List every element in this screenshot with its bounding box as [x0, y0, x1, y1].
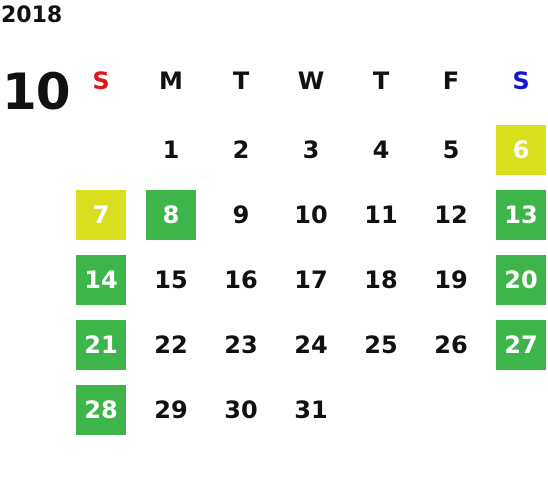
day-cell[interactable]: 23 — [224, 331, 258, 359]
day-cell[interactable]: 1 — [162, 136, 180, 164]
day-cell[interactable]: 10 — [294, 201, 328, 229]
day-cell[interactable]: 26 — [434, 331, 468, 359]
calendar-month: 10 — [2, 63, 71, 121]
day-cell[interactable]: 11 — [364, 201, 398, 229]
day-cell-highlighted[interactable]: 8 — [146, 190, 196, 240]
weekday-label: S — [92, 67, 110, 95]
day-cell[interactable]: 18 — [364, 266, 398, 294]
day-cell[interactable]: 22 — [154, 331, 188, 359]
day-cell-highlighted[interactable]: 6 — [496, 125, 546, 175]
weekday-label: T — [232, 67, 250, 95]
weekday-label: W — [297, 67, 325, 95]
day-cell-highlighted[interactable]: 14 — [76, 255, 126, 305]
weekday-label: T — [372, 67, 390, 95]
weekday-label: F — [442, 67, 460, 95]
day-cell[interactable]: 25 — [364, 331, 398, 359]
weekday-label: M — [159, 67, 183, 95]
weekday-label: S — [512, 67, 530, 95]
day-cell-highlighted[interactable]: 13 — [496, 190, 546, 240]
day-cell[interactable]: 16 — [224, 266, 258, 294]
day-cell[interactable]: 4 — [372, 136, 390, 164]
day-cell-highlighted[interactable]: 20 — [496, 255, 546, 305]
day-cell[interactable]: 12 — [434, 201, 468, 229]
calendar-year: 2018 — [1, 3, 63, 28]
day-cell-highlighted[interactable]: 27 — [496, 320, 546, 370]
day-cell[interactable]: 9 — [232, 201, 250, 229]
day-cell[interactable]: 2 — [232, 136, 250, 164]
day-cell[interactable]: 5 — [442, 136, 460, 164]
day-cell[interactable]: 30 — [224, 396, 258, 424]
day-cell[interactable]: 19 — [434, 266, 468, 294]
day-cell-highlighted[interactable]: 21 — [76, 320, 126, 370]
day-cell[interactable]: 15 — [154, 266, 188, 294]
day-cell[interactable]: 24 — [294, 331, 328, 359]
day-cell-highlighted[interactable]: 28 — [76, 385, 126, 435]
day-cell[interactable]: 17 — [294, 266, 328, 294]
day-cell[interactable]: 31 — [294, 396, 328, 424]
day-cell[interactable]: 29 — [154, 396, 188, 424]
day-cell[interactable]: 3 — [302, 136, 320, 164]
day-cell-highlighted[interactable]: 7 — [76, 190, 126, 240]
